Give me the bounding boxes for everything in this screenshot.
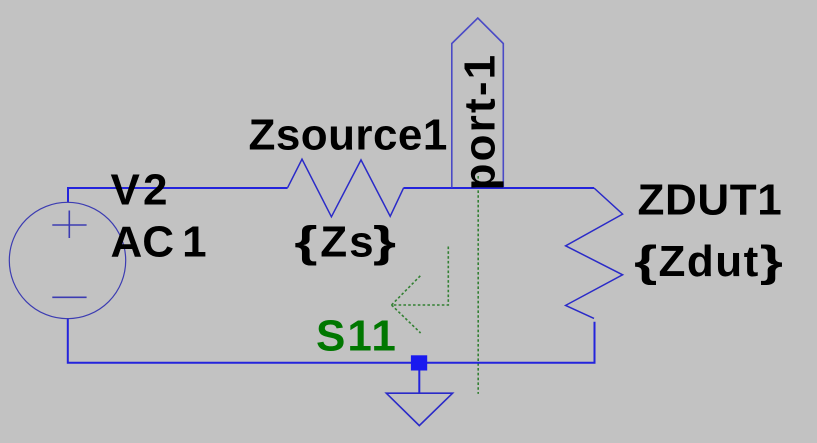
svg-text:{: {	[294, 218, 317, 267]
svg-text:}: }	[373, 218, 396, 267]
svg-text:V2: V2	[111, 166, 171, 215]
svg-text:}: }	[760, 237, 783, 286]
svg-text:Zs: Zs	[320, 218, 375, 267]
svg-text:S11: S11	[316, 312, 398, 361]
svg-text:ZDUT1: ZDUT1	[638, 176, 783, 225]
svg-text:AC 1: AC 1	[111, 218, 207, 267]
svg-text:Zdut: Zdut	[659, 237, 760, 286]
svg-text:Zsource1: Zsource1	[249, 110, 448, 159]
svg-text:port-1: port-1	[456, 53, 505, 191]
svg-text:{: {	[634, 237, 657, 286]
